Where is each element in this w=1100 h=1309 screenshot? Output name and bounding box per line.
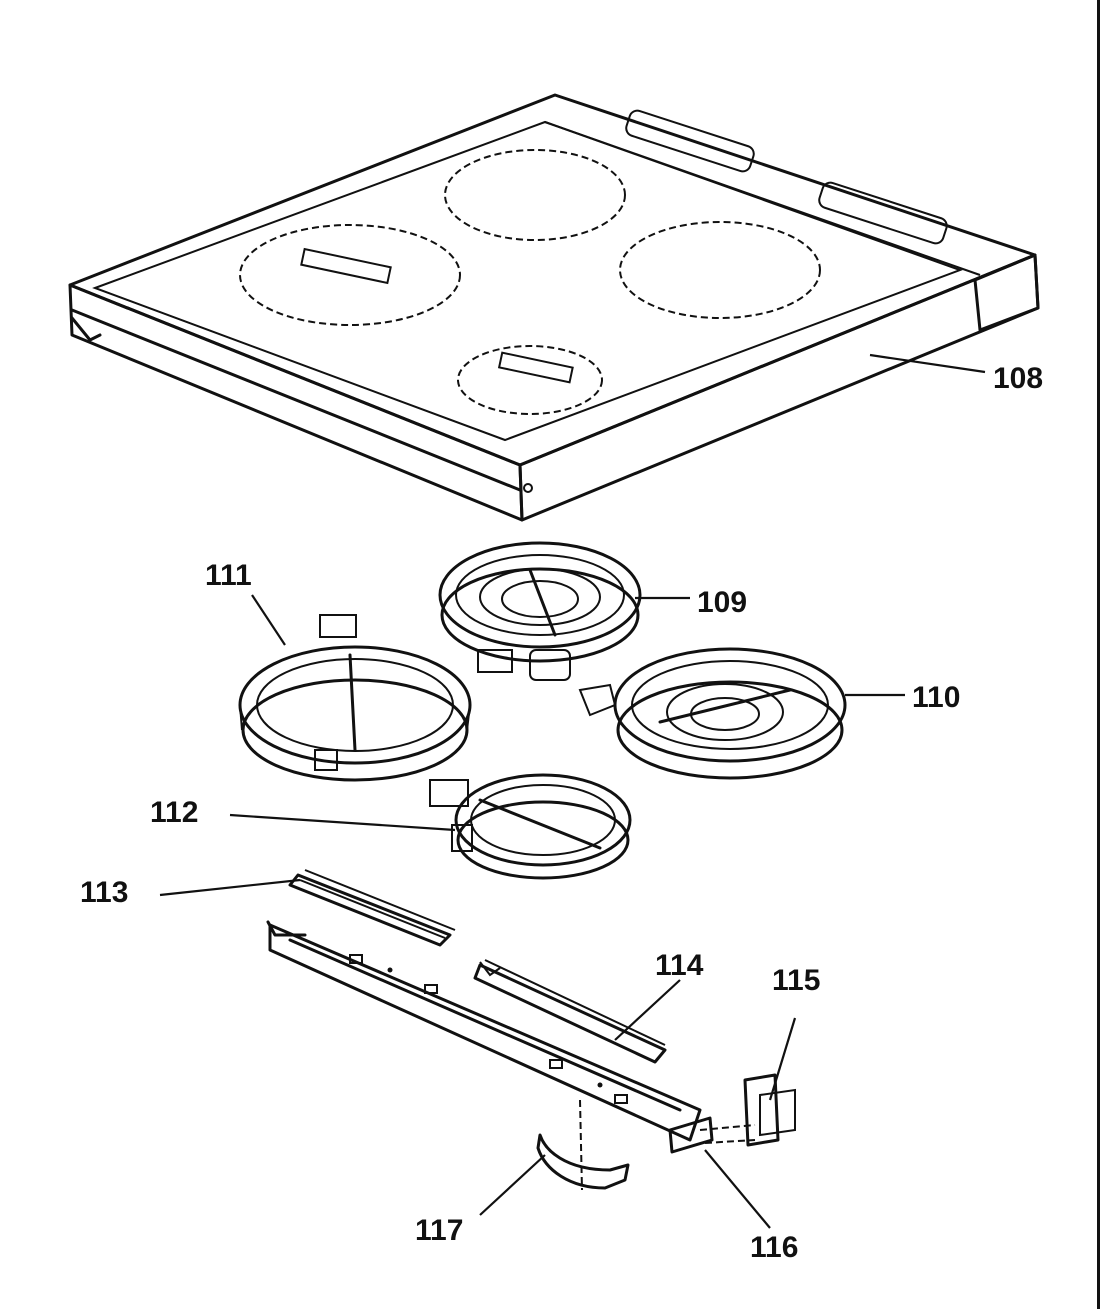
callout-111: 111 — [205, 559, 252, 592]
callouts: 108 109 110 111 112 113 114 115 116 117 — [80, 362, 1043, 1264]
leader-114 — [614, 979, 681, 1041]
heating-element-rear-center — [438, 541, 642, 681]
leader-115 — [768, 1017, 797, 1101]
callout-109: 109 — [697, 586, 747, 619]
page-border-right — [1097, 0, 1100, 1309]
leader-112 — [229, 813, 456, 832]
bracket-right — [473, 959, 667, 1064]
cooktop-glass-top — [68, 93, 1040, 522]
strap-clip — [536, 1099, 630, 1191]
heating-element-left-rear — [238, 614, 472, 782]
clip-bracket — [699, 1073, 796, 1147]
callout-117: 117 — [415, 1214, 463, 1247]
bracket-left — [288, 869, 456, 947]
leader-116 — [704, 1149, 771, 1229]
callout-108: 108 — [993, 362, 1043, 395]
callout-115: 115 — [772, 964, 820, 997]
callout-113: 113 — [80, 876, 128, 909]
leader-117 — [479, 1154, 546, 1216]
callout-116: 116 — [750, 1231, 798, 1264]
callout-112: 112 — [150, 796, 198, 829]
callout-114: 114 — [655, 949, 704, 982]
heating-element-right — [578, 647, 847, 780]
rail-end-cap — [668, 1116, 714, 1154]
leader-113 — [159, 878, 301, 897]
leader-108 — [869, 353, 986, 374]
heating-element-front — [429, 773, 632, 880]
support-rail — [266, 920, 702, 1142]
callout-110: 110 — [912, 681, 960, 714]
leader-lines — [159, 353, 986, 1229]
leader-111 — [251, 594, 286, 646]
